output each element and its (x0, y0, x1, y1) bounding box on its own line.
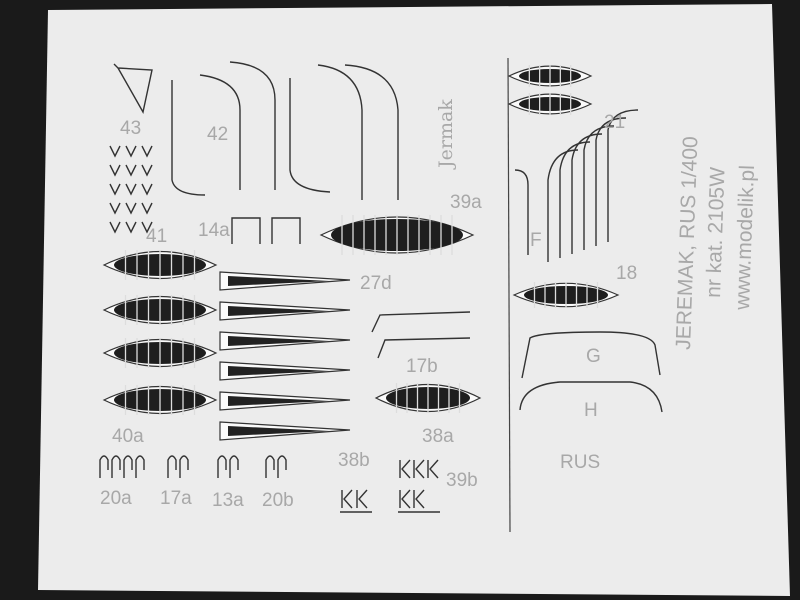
chevron (141, 145, 153, 158)
part-small-hooks (99, 455, 287, 478)
label-F: F (530, 230, 542, 251)
k-bracket (356, 489, 368, 509)
label-39a: 39a (450, 192, 482, 213)
label-20b: 20b (262, 490, 294, 511)
label-38a: 38a (422, 426, 454, 447)
part-H (519, 381, 663, 413)
part-F-curves (514, 109, 639, 262)
boat-part (507, 93, 593, 115)
label-38b: 38b (338, 450, 370, 471)
curve (547, 149, 579, 262)
label-H: H (584, 400, 598, 421)
boat-part (102, 338, 218, 368)
etched-parts (99, 61, 663, 513)
label-40a: 40a (112, 426, 144, 447)
chevron (109, 183, 121, 196)
hook (179, 455, 189, 478)
part-27d-wedge (219, 421, 351, 441)
chevron (125, 145, 137, 158)
chevron (125, 164, 137, 177)
hook (99, 455, 109, 478)
boat-part (374, 383, 482, 413)
hook (135, 455, 145, 478)
part-G (521, 331, 661, 379)
part-43-blade (113, 63, 153, 114)
boat-part (507, 65, 593, 87)
chevron (141, 221, 153, 234)
hook (277, 455, 287, 478)
label-RUS: RUS (560, 452, 600, 473)
chevron (109, 202, 121, 215)
label-20a: 20a (100, 488, 132, 509)
part-17b (371, 311, 471, 359)
label-17b: 17b (406, 356, 438, 377)
curve (607, 109, 639, 242)
title-line-2: nr kat. 2105W (702, 167, 730, 299)
k-bracket (399, 489, 411, 509)
k-bracket (413, 489, 425, 509)
ship-name-jermak: Jermak (435, 99, 457, 170)
chevron (141, 183, 153, 196)
k-bracket (413, 459, 425, 479)
hook (229, 455, 239, 478)
chevron (125, 183, 137, 196)
label-14a: 14a (198, 220, 230, 241)
wedge-fill (228, 336, 330, 346)
part-27d-wedge (219, 331, 351, 351)
divider-line (507, 57, 511, 533)
part-k-brackets (340, 459, 440, 513)
label-42: 42 (207, 124, 228, 145)
wedge-fill (228, 276, 330, 286)
chevron (109, 145, 121, 158)
wedge-fill (228, 306, 330, 316)
label-39b: 39b (446, 470, 478, 491)
part-chevrons (109, 145, 153, 234)
wedge-fill (228, 426, 330, 436)
label-27d: 27d (360, 273, 392, 294)
label-21: 21 (604, 112, 625, 133)
part-27d-wedge (219, 301, 351, 321)
wedge-fill (228, 366, 330, 376)
label-41: 41 (146, 226, 167, 247)
fret-sheet (38, 4, 790, 596)
part-42-frames (171, 61, 399, 200)
label-17a: 17a (160, 488, 192, 509)
hook (167, 455, 177, 478)
hook (111, 455, 121, 478)
k-bracket (427, 459, 439, 479)
chevron (141, 164, 153, 177)
chevron (125, 221, 137, 234)
hook (123, 455, 133, 478)
chevron (125, 202, 137, 215)
part-14a (231, 217, 301, 244)
k-bracket (341, 489, 353, 509)
boat-part (102, 250, 218, 280)
label-G: G (586, 346, 601, 367)
boat-part (102, 385, 218, 415)
curve (595, 117, 627, 246)
boat-part (512, 282, 620, 308)
label-43: 43 (120, 118, 141, 139)
curve (559, 141, 591, 258)
chevron (141, 202, 153, 215)
chevron (109, 164, 121, 177)
label-18: 18 (616, 263, 637, 284)
title-line-3: www.modelik.pl (731, 165, 759, 311)
part-27d-wedge (219, 271, 351, 291)
curve (514, 169, 529, 255)
chevron (109, 221, 121, 234)
part-27d-wedge (219, 391, 351, 411)
boat-part (319, 215, 475, 255)
hook (217, 455, 227, 478)
label-13a: 13a (212, 490, 244, 511)
hook (265, 455, 275, 478)
part-27d-wedge (219, 361, 351, 381)
boat-part (102, 295, 218, 325)
wedge-fill (228, 396, 330, 406)
k-bracket (399, 459, 411, 479)
